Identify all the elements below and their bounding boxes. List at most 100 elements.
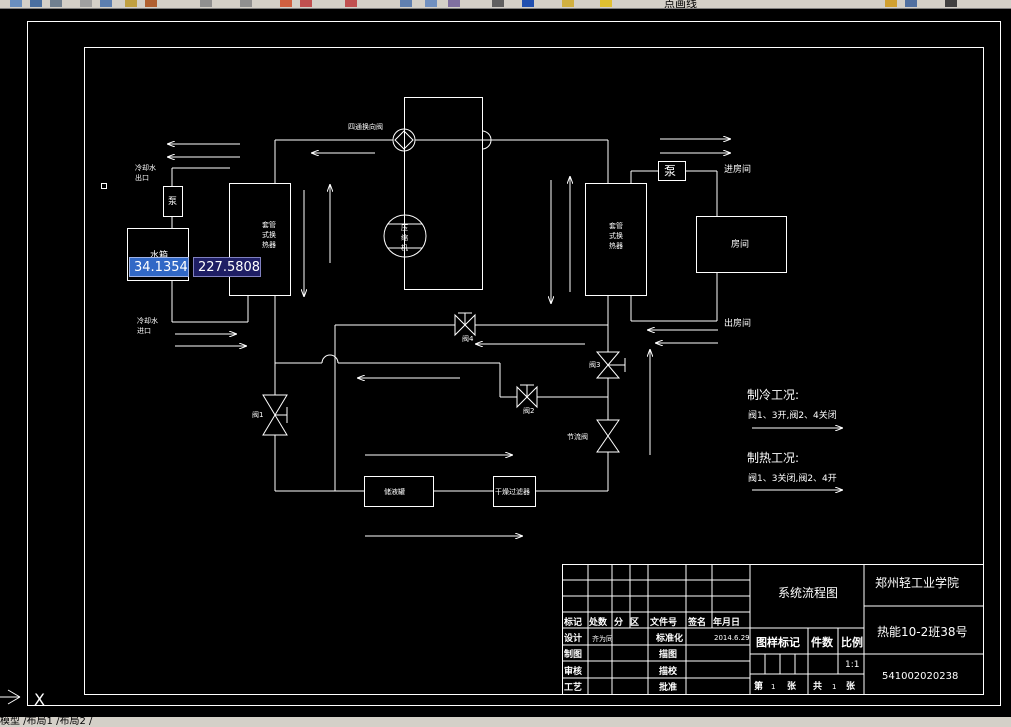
stage-label: 图样标记 <box>756 635 800 649</box>
water-tank <box>127 228 189 281</box>
layer-manager-icon[interactable] <box>562 0 574 7</box>
print-icon[interactable] <box>50 0 62 7</box>
inner-frame <box>84 47 984 695</box>
student-id: 541002020238 <box>882 671 958 682</box>
design-label: 设计 <box>564 632 582 644</box>
valve-2-symbol <box>516 385 538 409</box>
help-icon[interactable] <box>522 0 534 7</box>
flow-arrows <box>168 139 842 536</box>
drawing-canvas[interactable]: 四通换向阀 压 缩 机 套管 式换 热器 套管 式换 热器 冷却水 出口 冷却水… <box>0 9 1011 717</box>
total-unit: 张 <box>846 680 856 692</box>
undo-icon[interactable] <box>200 0 212 7</box>
qty-label: 件数 <box>811 635 834 649</box>
outer-frame <box>27 21 1001 706</box>
pan-icon[interactable] <box>280 0 292 7</box>
open-icon[interactable] <box>10 0 22 7</box>
left-hx-label-1: 套管 <box>262 220 276 229</box>
valve-1-symbol <box>262 394 288 436</box>
header-sign: 签名 <box>687 616 706 628</box>
total-label: 共 <box>813 680 822 692</box>
standardize-label: 标准化 <box>655 632 683 644</box>
layer-dropdown[interactable]: 点画线 <box>664 0 697 9</box>
ucs-x-label: X <box>34 690 45 709</box>
trace-label: 描图 <box>659 648 677 660</box>
table-icon[interactable] <box>492 0 504 7</box>
copy-icon[interactable] <box>100 0 112 7</box>
left-hx-label-2: 式换 <box>262 230 276 239</box>
paste-icon[interactable] <box>125 0 137 7</box>
room-out-label: 出房间 <box>724 317 751 329</box>
right-hx-label-2: 式换 <box>609 231 623 240</box>
linetype-icon[interactable] <box>905 0 917 7</box>
sheet-label: 第 <box>754 680 763 692</box>
scale-label: 比例 <box>841 635 863 649</box>
right-pump-label: 泵 <box>664 164 676 178</box>
cooling-water-out-1: 冷却水 <box>135 163 156 172</box>
receiver-tank <box>364 476 434 507</box>
valve-4-symbol <box>454 313 476 337</box>
scale-value: 1:1 <box>845 660 859 670</box>
cooling-title: 制冷工况: <box>747 388 799 402</box>
receiver-label: 储液罐 <box>384 487 405 496</box>
header-doc: 文件号 <box>649 616 677 628</box>
cooling-water-out-2: 出口 <box>135 173 149 182</box>
valve-4-label: 阀4 <box>462 334 474 343</box>
coordinate-x-input[interactable]: 34.1354 <box>129 257 189 277</box>
compressor-label-3: 机 <box>401 243 408 252</box>
valve-3-label: 阀3 <box>589 360 600 369</box>
layout-tabs-bar: 模型 /布局1 /布局2 / <box>0 717 1011 727</box>
header-zone-1: 分 <box>614 616 623 628</box>
filter-drier <box>493 476 536 507</box>
right-heat-exchanger <box>585 183 647 296</box>
header-date: 年月日 <box>713 616 740 628</box>
tool-palette-icon[interactable] <box>448 0 460 7</box>
sheet-unit: 张 <box>787 680 797 692</box>
drawing-title: 系统流程图 <box>778 585 838 600</box>
compressor-loop <box>404 97 483 290</box>
design-date: 2014.6.29 <box>714 634 750 642</box>
right-hx-label-1: 套管 <box>609 221 623 230</box>
left-heat-exchanger <box>229 183 291 296</box>
left-pump-label: 泵 <box>168 196 177 207</box>
header-count: 处数 <box>588 616 608 628</box>
sheet-number: 1 <box>771 683 775 691</box>
header-mark: 标记 <box>563 616 582 628</box>
valve-1-label: 阀1 <box>252 410 263 419</box>
zoom-icon[interactable] <box>300 0 312 7</box>
save-icon[interactable] <box>30 0 42 7</box>
compressor-label-1: 压 <box>401 224 408 232</box>
color-control-icon[interactable] <box>885 0 897 7</box>
coordinate-y-input[interactable]: 227.5808 <box>193 257 261 277</box>
room-in-label: 进房间 <box>724 163 751 175</box>
title-block <box>562 564 984 695</box>
draw-label: 制图 <box>564 648 582 660</box>
review-label: 审核 <box>564 665 582 677</box>
process-label: 工艺 <box>564 681 582 693</box>
heating-desc: 阀1、3关闭,阀2、4开 <box>748 472 837 484</box>
cooling-water-in-1: 冷却水 <box>137 316 158 325</box>
header-zone-2: 区 <box>630 617 639 628</box>
layer-state-icon[interactable] <box>600 0 612 7</box>
properties-icon[interactable] <box>400 0 412 7</box>
cut-icon[interactable] <box>80 0 92 7</box>
design-center-icon[interactable] <box>425 0 437 7</box>
cooling-desc: 阀1、3开,阀2、4关闭 <box>748 409 837 421</box>
four-way-valve-label: 四通换向阀 <box>348 122 383 131</box>
lineweight-icon[interactable] <box>945 0 957 7</box>
filter-label: 干燥过滤器 <box>495 487 530 496</box>
layout-tabs[interactable]: 模型 /布局1 /布局2 / <box>0 717 93 727</box>
right-hx-label-3: 热器 <box>609 241 623 250</box>
school-name: 郑州轻工业学院 <box>875 575 959 590</box>
valve-2-label: 阀2 <box>523 406 534 415</box>
match-properties-icon[interactable] <box>145 0 157 7</box>
redo-icon[interactable] <box>240 0 252 7</box>
compressor-symbol <box>383 214 427 258</box>
approve-label: 批准 <box>659 681 677 693</box>
room-label: 房间 <box>731 238 749 250</box>
left-hx-label-3: 热器 <box>262 240 276 249</box>
throttle-valve-symbol <box>596 419 620 453</box>
valve-3-symbol <box>595 351 621 379</box>
proofread-label: 描校 <box>659 665 678 677</box>
zoom-window-icon[interactable] <box>345 0 357 7</box>
throttle-label: 节流阀 <box>567 432 588 441</box>
